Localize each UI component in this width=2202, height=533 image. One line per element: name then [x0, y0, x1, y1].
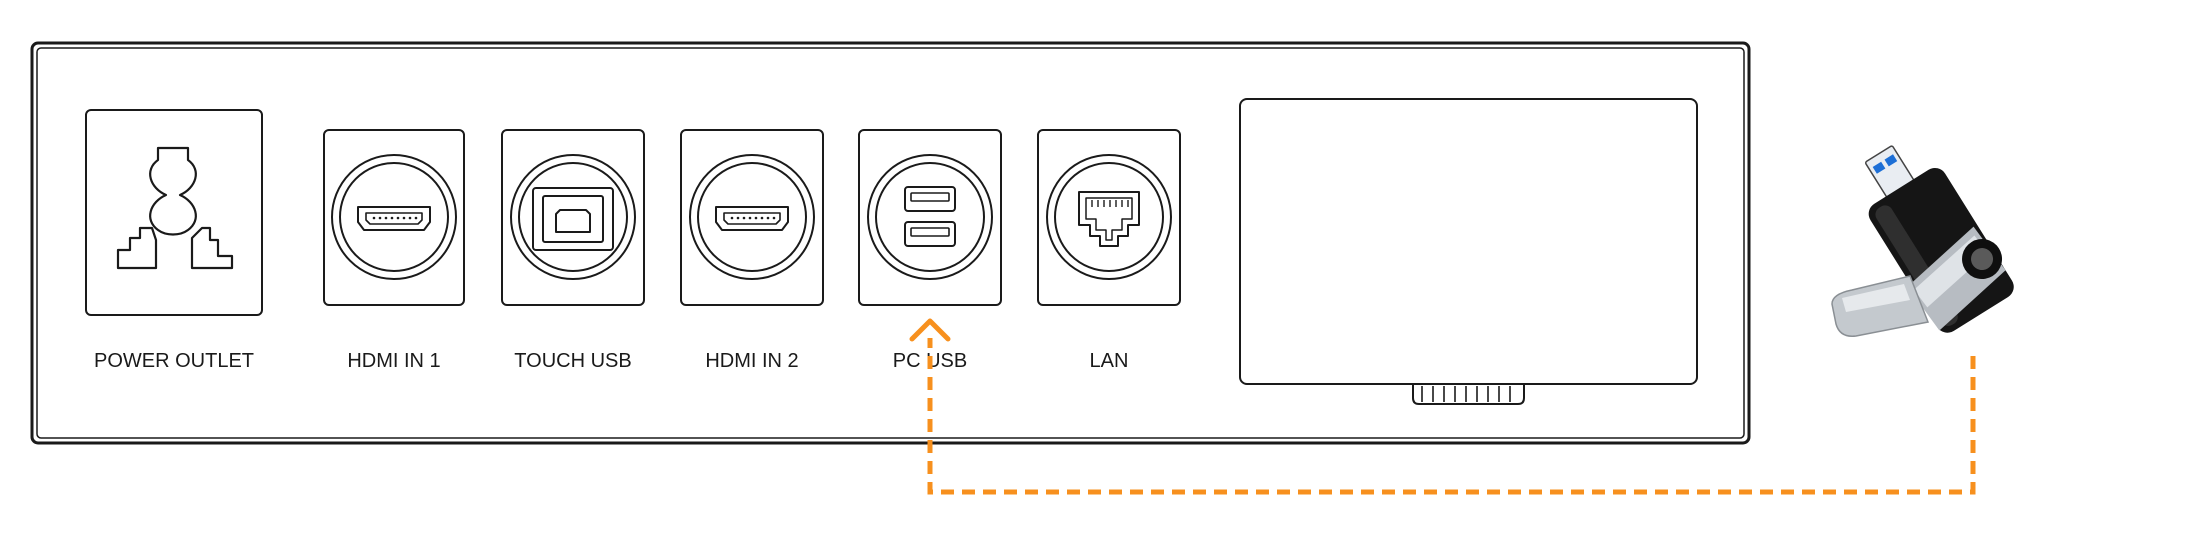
hdmi-in-1-port: HDMI IN 1: [323, 129, 465, 372]
connection-line: [909, 318, 1976, 495]
module-latch: [1412, 383, 1525, 405]
usb-flash-drive: [1831, 145, 2014, 337]
touch-usb-port: TOUCH USB: [501, 129, 645, 372]
pc-usb-port: PC USB: [858, 129, 1002, 372]
port-label: TOUCH USB: [514, 350, 631, 372]
dashed-connector: [927, 338, 1976, 495]
lan-port: LAN: [1037, 129, 1181, 372]
power-outlet-port: POWER OUTLET: [85, 109, 263, 372]
port-label: HDMI IN 2: [705, 350, 798, 372]
usb-b-port-icon: [532, 187, 614, 251]
hdmi-port-icon: [715, 206, 789, 231]
port-label: LAN: [1090, 350, 1129, 372]
power-outlet-icon: [116, 146, 234, 270]
hdmi-in-2-port: HDMI IN 2: [680, 129, 824, 372]
arrow-head-icon: [909, 318, 951, 342]
port-label: HDMI IN 1: [347, 350, 440, 372]
ethernet-port-icon: [1078, 191, 1140, 247]
module-slot-cover: [1239, 98, 1698, 405]
port-label: POWER OUTLET: [94, 350, 254, 372]
usb-a-dual-port-icon: [904, 186, 956, 247]
hdmi-port-icon: [357, 206, 431, 231]
